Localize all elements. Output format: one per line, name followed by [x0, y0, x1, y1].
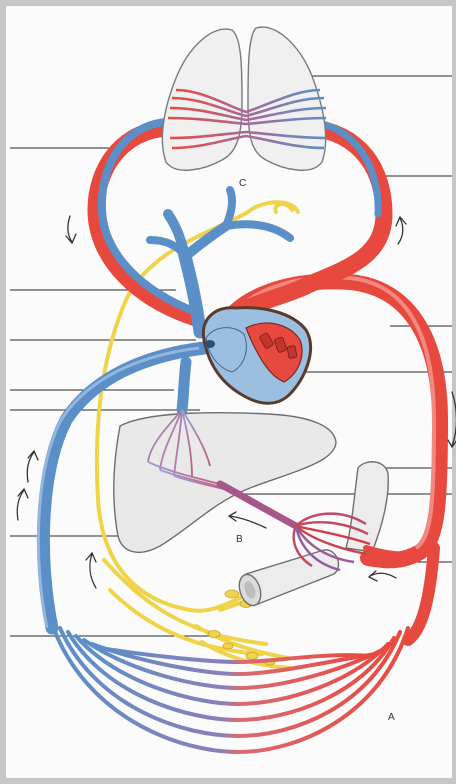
region-label-b: B: [236, 534, 243, 545]
hepatic-vein: [182, 362, 186, 410]
region-label-a: A: [388, 712, 395, 723]
sinus-node: [205, 340, 215, 348]
region-label-c: C: [239, 178, 246, 189]
